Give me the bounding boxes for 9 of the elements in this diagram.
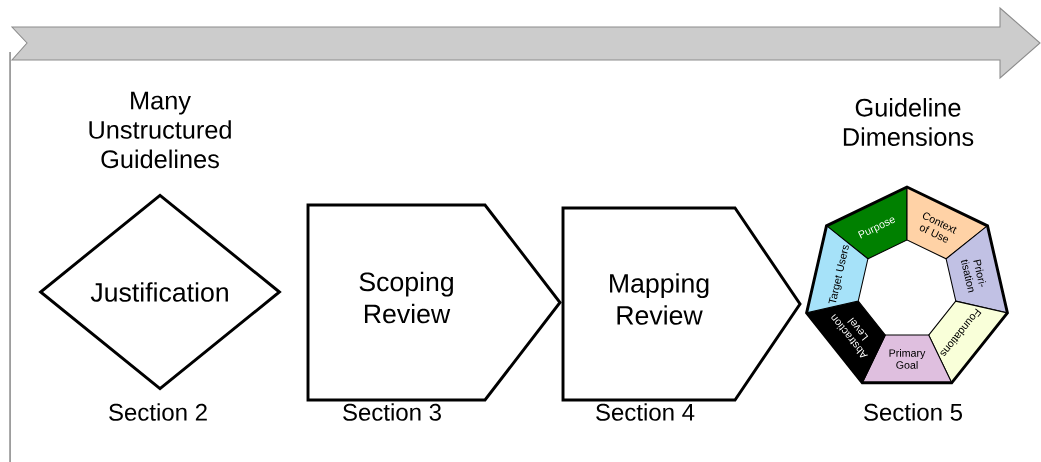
- section-label: Section 4: [596, 403, 695, 421]
- section-label: Section 5: [864, 403, 962, 421]
- heading: Guideline Dimensions: [843, 98, 974, 146]
- section-label: Section 3: [343, 403, 441, 421]
- pentagon-box: Scoping Review: [306, 203, 562, 402]
- pentagon-box: Mapping Review: [561, 206, 802, 402]
- heading: Many Unstructured Guidelines: [89, 91, 231, 169]
- heptagon-ring: [805, 185, 1009, 385]
- section-label: Section 2: [109, 403, 207, 421]
